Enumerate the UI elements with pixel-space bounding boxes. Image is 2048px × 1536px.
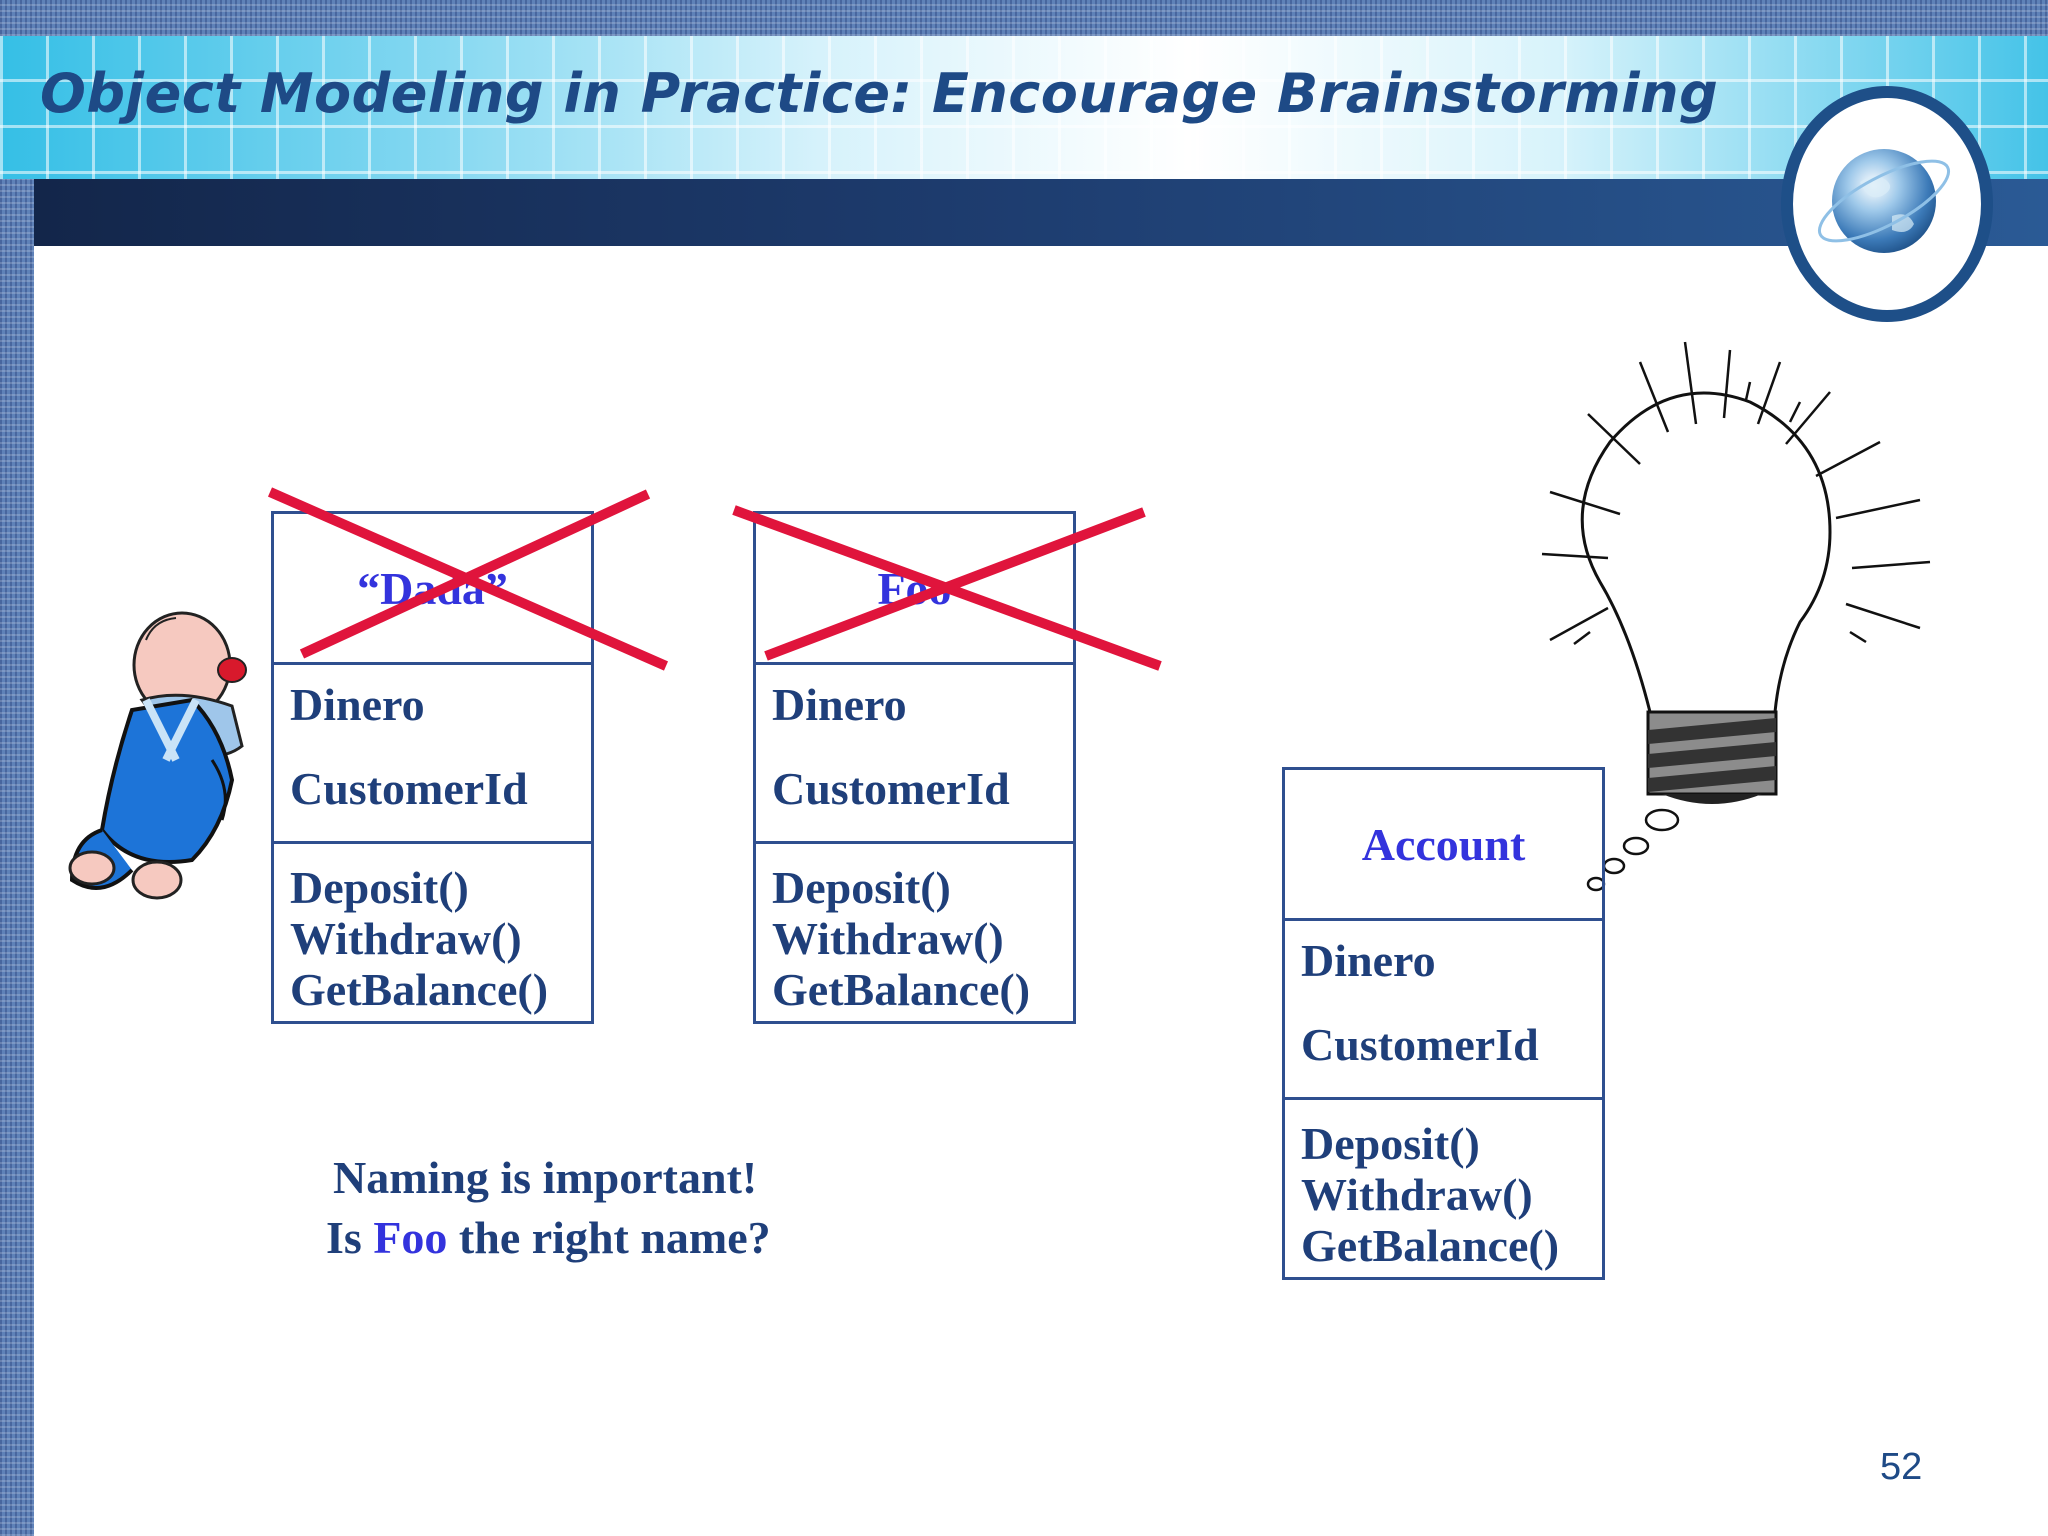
- navy-title-bar: [34, 179, 2048, 246]
- class-method: GetBalance(): [1301, 1220, 1560, 1271]
- class-methods: Deposit() Withdraw() GetBalance(): [1285, 1100, 1602, 1276]
- note-line-1: Naming is important!: [333, 1152, 758, 1203]
- class-box-foo: Foo Dinero CustomerId Deposit() Withdraw…: [753, 511, 1076, 1024]
- class-name: Account: [1285, 770, 1602, 921]
- class-method: GetBalance(): [290, 964, 549, 1015]
- class-method: Deposit(): [772, 862, 951, 913]
- class-method: Withdraw(): [1301, 1169, 1533, 1220]
- class-method: Withdraw(): [290, 913, 522, 964]
- class-method: Deposit(): [1301, 1118, 1480, 1169]
- header-band: [0, 36, 2048, 179]
- note-line-2-suffix: the right name?: [447, 1212, 771, 1263]
- class-method: Deposit(): [290, 862, 469, 913]
- class-name: Foo: [756, 514, 1073, 665]
- class-attribute: Dinero: [290, 679, 425, 730]
- class-attributes: Dinero CustomerId: [274, 665, 591, 844]
- page-number: 52: [1880, 1446, 1923, 1488]
- class-attribute: CustomerId: [290, 763, 528, 814]
- note-line-2: Is Foo the right name?: [326, 1208, 771, 1268]
- class-attribute: Dinero: [772, 679, 907, 730]
- class-method: GetBalance(): [772, 964, 1031, 1015]
- crawling-baby-illustration: [68, 611, 247, 900]
- class-attribute: CustomerId: [772, 763, 1010, 814]
- globe-icon: [1781, 86, 1993, 322]
- lightbulb-idea-icon: [1541, 341, 1931, 892]
- class-attribute: Dinero: [1301, 935, 1436, 986]
- class-methods: Deposit() Withdraw() GetBalance(): [756, 844, 1073, 1020]
- class-attribute: CustomerId: [1301, 1019, 1539, 1070]
- class-attributes: Dinero CustomerId: [1285, 921, 1602, 1100]
- class-attributes: Dinero CustomerId: [756, 665, 1073, 844]
- class-methods: Deposit() Withdraw() GetBalance(): [274, 844, 591, 1020]
- class-method: Withdraw(): [772, 913, 1004, 964]
- class-box-account: Account Dinero CustomerId Deposit() With…: [1282, 767, 1605, 1280]
- class-name: “Dada”: [274, 514, 591, 665]
- note-line-2-prefix: Is: [326, 1212, 374, 1263]
- note-highlight-foo: Foo: [373, 1212, 448, 1263]
- class-box-dada: “Dada” Dinero CustomerId Deposit() Withd…: [271, 511, 594, 1024]
- slide-title: Object Modeling in Practice: Encourage B…: [40, 62, 1719, 125]
- naming-note: Naming is important! Is Foo the right na…: [326, 1148, 771, 1268]
